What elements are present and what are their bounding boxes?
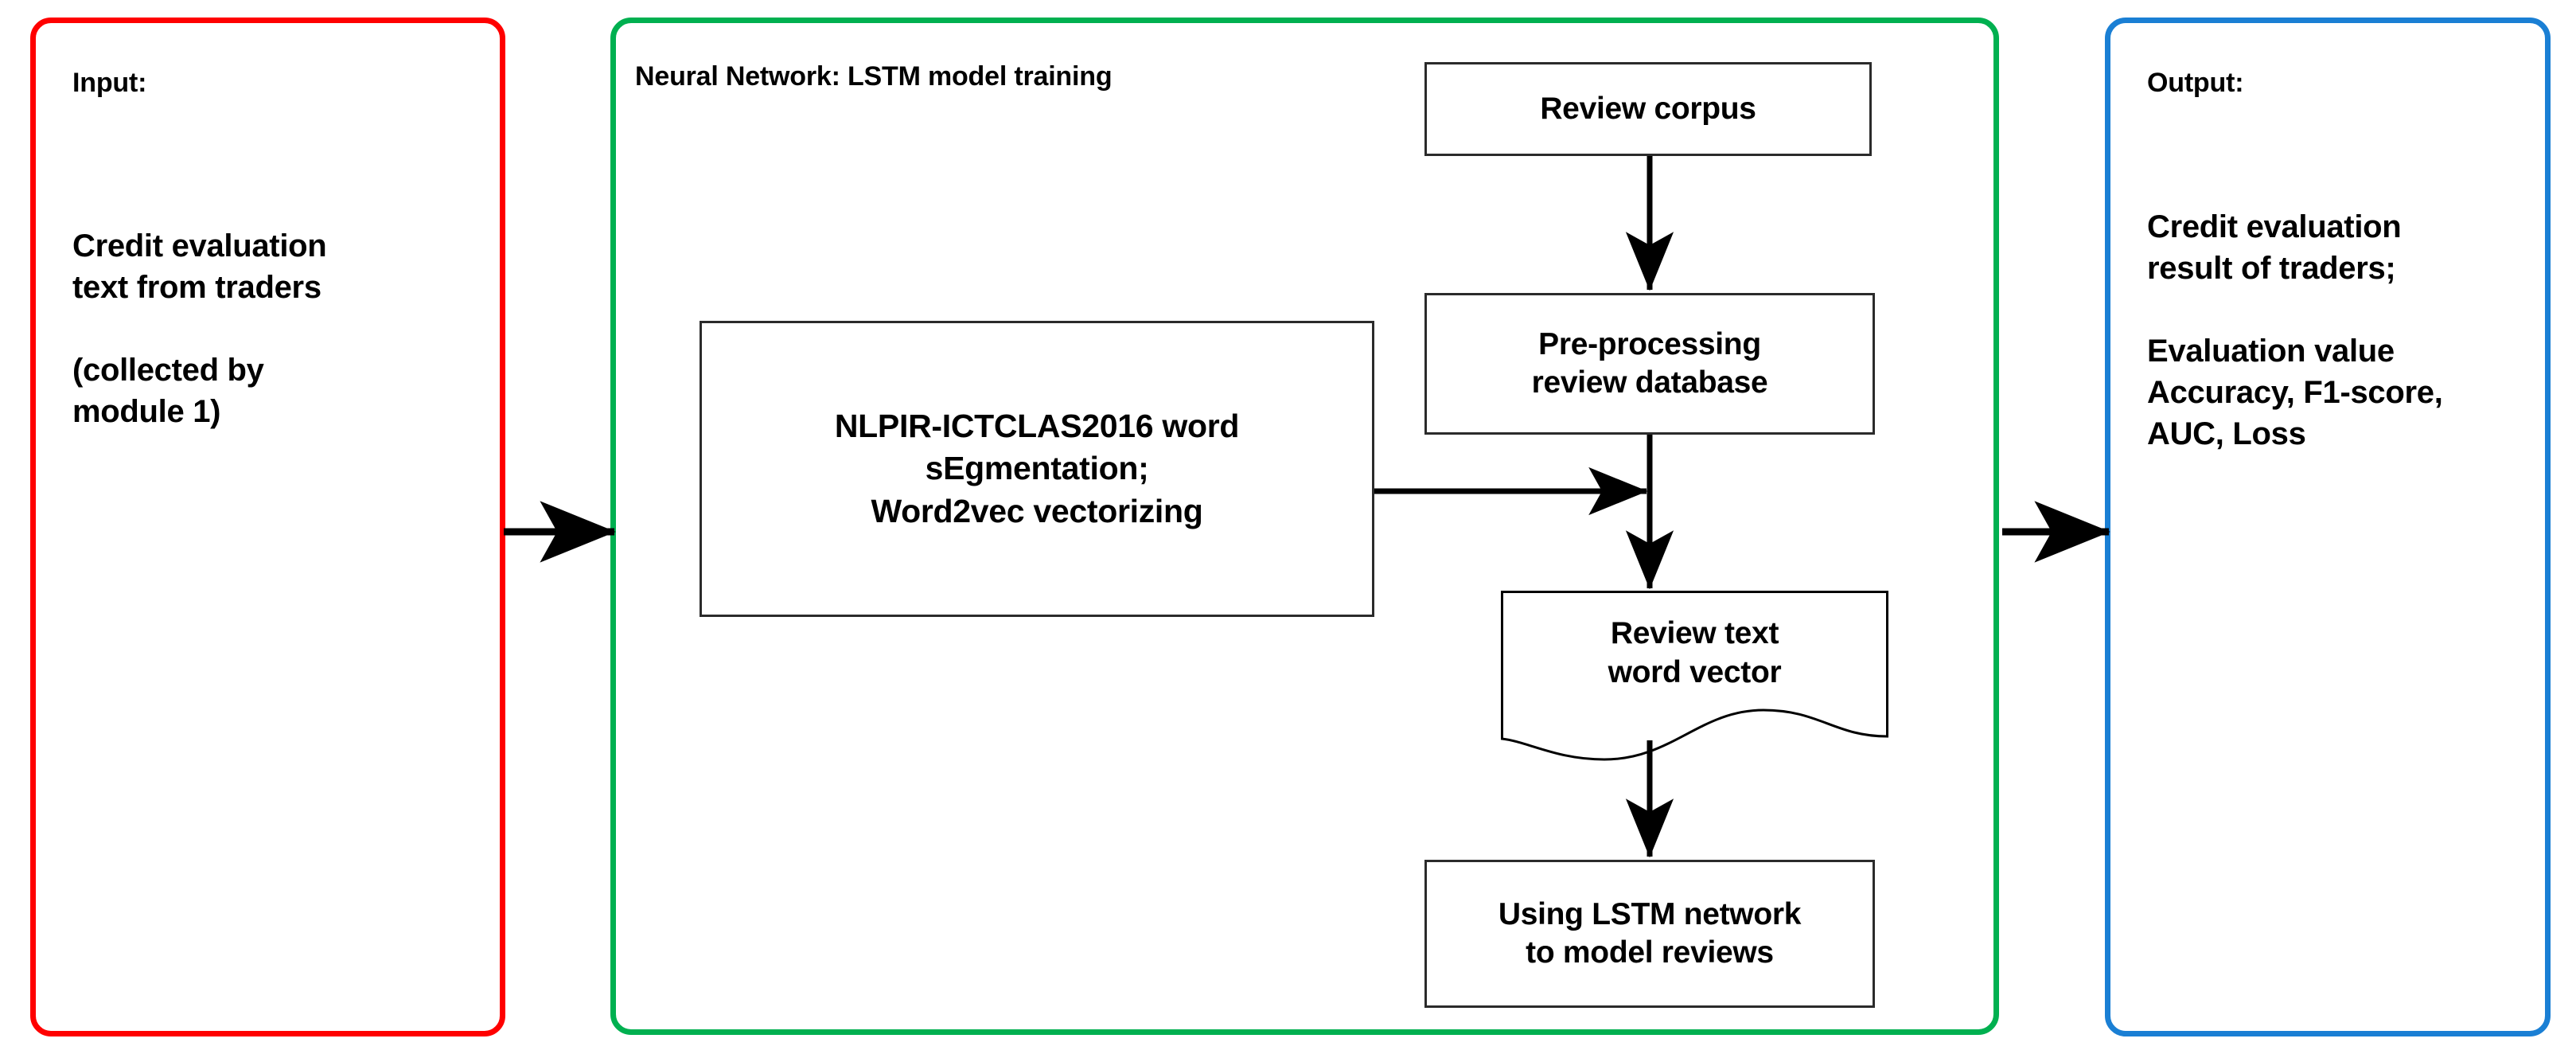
process-box-nlpir-segmentation-label: NLPIR-ICTCLAS2016 word sEgmentation; Wor… (834, 408, 1240, 529)
process-box-review-corpus-label: Review corpus (1540, 92, 1756, 127)
process-box-preprocessing[interactable]: Pre-processing review database (1424, 293, 1875, 435)
input-panel-heading: Input: (72, 68, 147, 98)
output-panel: Output: Credit evaluation result of trad… (2105, 18, 2551, 1036)
output-panel-heading: Output: (2147, 68, 2244, 98)
neural-network-panel-content: Neural Network: LSTM model training (616, 23, 1993, 1029)
process-box-review-corpus[interactable]: Review corpus (1424, 62, 1872, 156)
process-box-preprocessing-label: Pre-processing review database (1531, 327, 1768, 400)
input-panel-content: Input: Credit evaluation text from trade… (36, 23, 500, 1031)
process-box-using-lstm-network-label: Using LSTM network to model reviews (1498, 897, 1802, 970)
input-panel: Input: Credit evaluation text from trade… (30, 18, 505, 1036)
output-panel-content: Output: Credit evaluation result of trad… (2110, 23, 2545, 1031)
process-box-using-lstm-network[interactable]: Using LSTM network to model reviews (1424, 860, 1875, 1008)
neural-network-panel-heading: Neural Network: LSTM model training (635, 61, 1113, 92)
document-box-review-text-word-vector-label: Review text word vector (1608, 616, 1782, 689)
input-panel-body-text: Credit evaluation text from traders (col… (72, 228, 327, 429)
process-box-nlpir-segmentation[interactable]: NLPIR-ICTCLAS2016 word sEgmentation; Wor… (700, 321, 1374, 617)
document-shape-icon (1501, 591, 1888, 761)
output-panel-body-text: Credit evaluation result of traders; Eva… (2147, 209, 2443, 451)
document-box-review-text-word-vector[interactable]: Review text word vector (1501, 591, 1888, 775)
